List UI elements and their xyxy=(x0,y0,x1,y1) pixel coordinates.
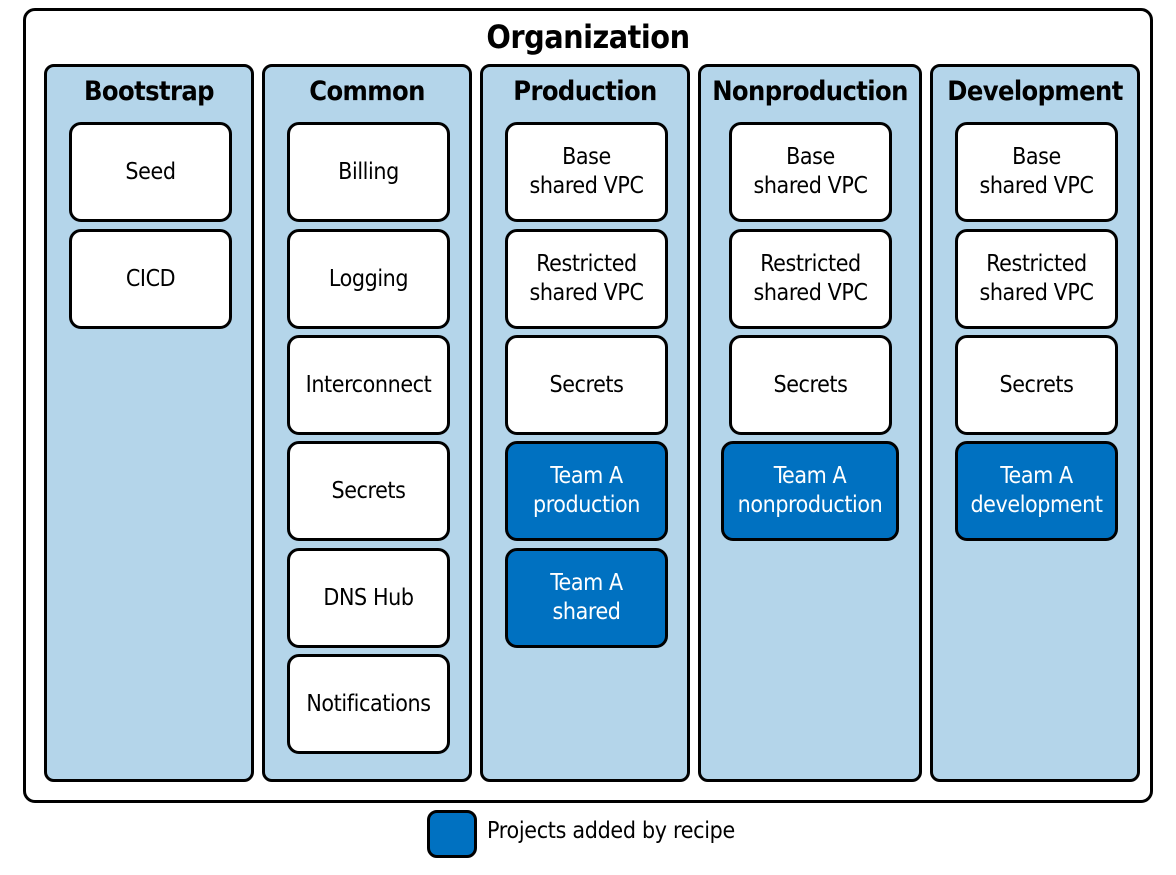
folder-title: Development xyxy=(947,76,1123,107)
folder-common: Common Billing Logging Interconnect Secr… xyxy=(262,64,472,782)
project-notifications: Notifications xyxy=(287,654,450,754)
folder-nonproduction: Nonproduction Base shared VPC Restricted… xyxy=(698,64,922,782)
project-base-shared-vpc: Base shared VPC xyxy=(729,122,892,222)
organization-title: Organization xyxy=(486,18,690,56)
folder-title: Production xyxy=(513,76,657,107)
folder-title: Bootstrap xyxy=(84,76,215,107)
project-restricted-shared-vpc: Restricted shared VPC xyxy=(955,229,1118,329)
project-cicd: CICD xyxy=(69,229,232,329)
legend-label: Projects added by recipe xyxy=(487,818,735,844)
project-logging: Logging xyxy=(287,229,450,329)
project-billing: Billing xyxy=(287,122,450,222)
project-team-a-development: Team A development xyxy=(955,441,1118,541)
folder-title: Nonproduction xyxy=(712,76,908,107)
project-base-shared-vpc: Base shared VPC xyxy=(955,122,1118,222)
project-team-a-shared: Team A shared xyxy=(505,548,668,648)
project-secrets: Secrets xyxy=(505,335,668,435)
project-restricted-shared-vpc: Restricted shared VPC xyxy=(505,229,668,329)
project-base-shared-vpc: Base shared VPC xyxy=(505,122,668,222)
project-team-a-nonproduction: Team A nonproduction xyxy=(721,441,899,541)
folder-bootstrap: Bootstrap Seed CICD xyxy=(44,64,254,782)
project-secrets: Secrets xyxy=(955,335,1118,435)
folder-production: Production Base shared VPC Restricted sh… xyxy=(480,64,690,782)
project-seed: Seed xyxy=(69,122,232,222)
project-secrets: Secrets xyxy=(287,441,450,541)
project-dns-hub: DNS Hub xyxy=(287,548,450,648)
project-restricted-shared-vpc: Restricted shared VPC xyxy=(729,229,892,329)
folder-development: Development Base shared VPC Restricted s… xyxy=(930,64,1140,782)
project-team-a-production: Team A production xyxy=(505,441,668,541)
project-secrets: Secrets xyxy=(729,335,892,435)
legend-swatch xyxy=(427,810,477,858)
folder-title: Common xyxy=(309,76,425,107)
project-interconnect: Interconnect xyxy=(287,335,450,435)
